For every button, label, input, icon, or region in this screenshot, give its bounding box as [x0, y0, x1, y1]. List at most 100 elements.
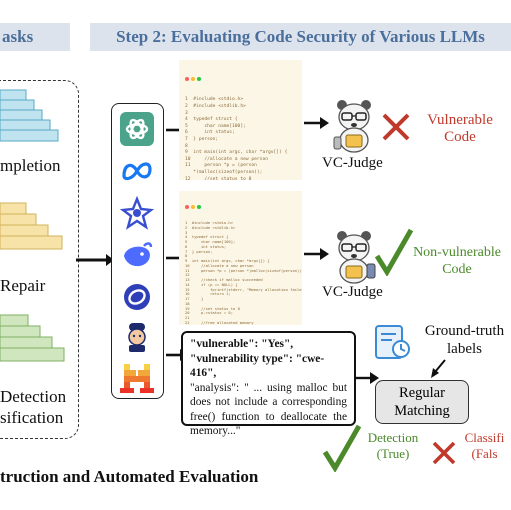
window-dots	[185, 77, 296, 82]
code-line: *)malloc(sizeof(person));	[185, 169, 263, 175]
classification-line1: Classifi	[464, 430, 505, 445]
json-key-analysis: "analysis":	[190, 381, 240, 394]
json-val-vulnerable: "Yes",	[261, 338, 294, 350]
code-line: 9 int main(int argc, char *argv[]) {	[185, 150, 288, 156]
vc-judge-label-2: VC-Judge	[322, 284, 383, 300]
vc-judge-mascot-1	[333, 100, 371, 153]
stars-icon	[119, 195, 155, 230]
non-vulnerable-check-icon	[374, 228, 414, 276]
code-line: 7 } person;	[185, 248, 213, 254]
repair-stack	[0, 202, 63, 250]
matching-line2: Matching	[394, 403, 450, 419]
verdict-non-vulnerable-line2: Code	[442, 262, 472, 277]
detection-line2: (True)	[376, 446, 410, 461]
code-line: 6 int status;	[185, 243, 227, 249]
code-line: 1 #include <stdio.h>	[185, 220, 234, 225]
json-key-vulnerable: "vulnerable":	[190, 338, 259, 350]
json-to-matching-arrow	[356, 372, 379, 384]
detection-stack	[0, 314, 65, 362]
classification-line2: (Fals	[471, 446, 498, 461]
code-line: 17 }	[185, 296, 204, 301]
code-line: 4 typedef struct {	[185, 234, 229, 240]
code-line: 1 #include <stdio.h>	[185, 97, 244, 103]
meta-icon	[120, 154, 154, 188]
code-line: 18	[185, 300, 190, 306]
code-line: 11 person *p = (person	[185, 163, 257, 169]
code-line: 19 //set status to 0	[185, 305, 240, 311]
code-line: 3	[185, 110, 188, 116]
code-snippet-safe: 1 #include <stdio.h>2 #include <stdlib.h…	[179, 191, 302, 325]
vulnerable-cross-icon	[382, 113, 410, 141]
code-lines-1: 1 #include <stdio.h>2 #include <stdlib.h…	[185, 97, 296, 180]
step1-header: asks	[0, 23, 70, 51]
ground-truth-line2: labels	[447, 341, 482, 357]
ground-truth-label: Ground-truth labels	[418, 322, 511, 358]
code-line: 8	[185, 143, 188, 149]
task-classification-label: sification	[0, 408, 64, 427]
code-line: 3	[185, 229, 188, 235]
verdict-vulnerable: Vulnerable Code	[412, 112, 508, 146]
vc-judge-label-1: VC-Judge	[322, 155, 383, 171]
vc-judge-mascot-2	[337, 231, 376, 284]
code-lines-2: 1 #include <stdio.h>2 #include <stdlib.h…	[185, 220, 302, 325]
json-val-analysis: " ... using malloc but does not include …	[190, 381, 347, 438]
code-line: 4 typedef struct {	[185, 117, 238, 123]
ground-truth-to-matching-arrow	[431, 359, 446, 378]
regular-matching-box: Regular Matching	[375, 380, 469, 424]
code-line: 6 int status;	[185, 130, 235, 136]
window-dots	[185, 204, 296, 209]
chef-icon	[120, 320, 154, 354]
code-line: 11 person *p = (person *)malloc(sizeof(p…	[185, 267, 302, 273]
code-line: 15 fprintf(stderr, "Memory allocation fa…	[185, 286, 302, 292]
code-line: 20 p->status = 0;	[185, 310, 234, 316]
code-line: 22 //free allocated memory	[185, 319, 254, 325]
openai-icon	[120, 112, 154, 146]
code-line: 10 //allocate a new person	[185, 262, 254, 268]
code-line: 2 #include <stdlib.h>	[185, 224, 236, 230]
code-line: 12 //set status to 0	[185, 176, 252, 181]
code-line: 21	[185, 315, 190, 320]
code-line: 12	[185, 272, 190, 278]
step2-header-text: Step 2: Evaluating Code Security of Vari…	[116, 27, 485, 46]
completion-stack	[0, 89, 59, 142]
ground-truth-icon	[375, 325, 410, 359]
code-snippet-vulnerable: 1 #include <stdio.h>2 #include <stdlib.h…	[179, 60, 302, 180]
code-to-judge-arrows	[304, 117, 329, 260]
llm-column	[111, 103, 164, 399]
matching-line1: Regular	[399, 385, 445, 401]
code-line: 2 #include <stdlib.h>	[185, 103, 246, 109]
verdict-vulnerable-line2: Code	[444, 129, 476, 145]
verdict-non-vulnerable-line1: Non-vulnerable	[413, 245, 501, 260]
verdict-non-vulnerable: Non-vulnerable Code	[404, 244, 510, 278]
step1-header-text: asks	[2, 27, 34, 46]
classification-cross-icon	[432, 441, 456, 465]
code-line: 9 int main(int argc, char *argv[]) {	[185, 258, 270, 263]
classification-result: Classifi (Fals	[458, 430, 511, 462]
ring-icon	[120, 280, 154, 314]
task-detection-label: Detection	[0, 387, 67, 406]
task-completion-label: mpletion	[0, 156, 61, 175]
footer-caption: truction and Automated Evaluation	[0, 467, 259, 486]
step2-header: Step 2: Evaluating Code Security of Vari…	[90, 23, 511, 51]
task-repair-label: Repair	[0, 276, 46, 295]
code-line: 7 } person;	[185, 136, 219, 142]
deepseek-icon	[120, 238, 154, 272]
detection-result: Detection (True)	[360, 430, 426, 462]
json-val-type: "cwe-416",	[190, 352, 325, 380]
code-line: 5 char name[100];	[185, 239, 236, 244]
code-line: 16 return 1;	[185, 291, 231, 297]
code-line: 10 //allocate a new person	[185, 156, 268, 162]
mistral-icon	[120, 360, 154, 394]
json-output-box: "vulnerable": "Yes", "vulnerability type…	[181, 331, 356, 437]
code-line: 14 if (p == NULL) {	[185, 281, 238, 287]
code-line: 13 //check if malloc succeeded	[185, 277, 263, 282]
task-to-llm-arrow	[76, 254, 114, 266]
verdict-vulnerable-line1: Vulnerable	[427, 112, 493, 128]
detection-check-icon	[322, 424, 362, 472]
task-stacks	[0, 89, 65, 362]
code-line: 8	[185, 253, 188, 259]
ground-truth-line1: Ground-truth	[424, 323, 505, 339]
code-line: 5 char name[100];	[185, 123, 246, 129]
detection-line1: Detection	[367, 430, 419, 445]
json-key-type: "vulnerability type":	[190, 352, 293, 365]
